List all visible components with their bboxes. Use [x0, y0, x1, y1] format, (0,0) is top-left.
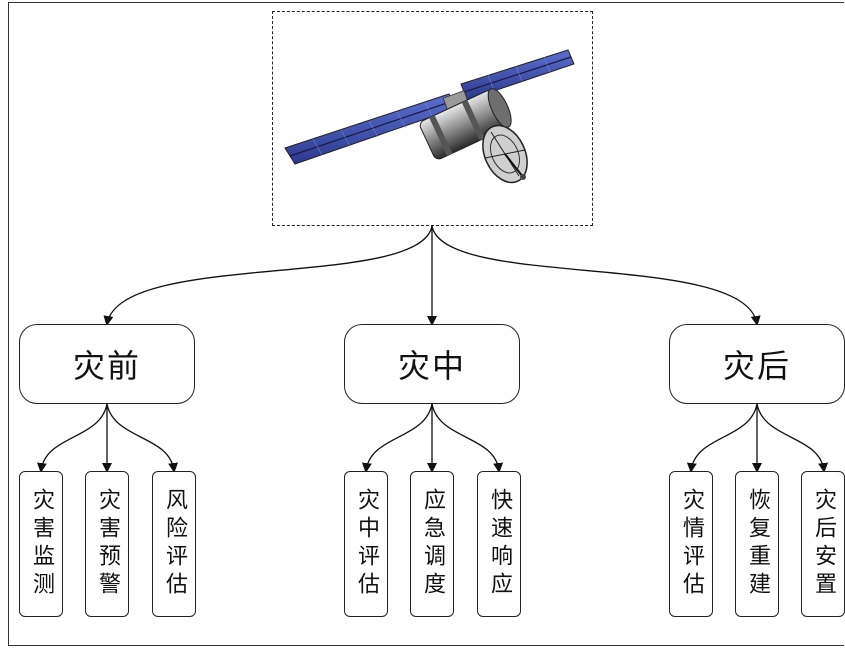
- arrow-p3-t1: [686, 403, 758, 473]
- task-box: 灾情评估: [669, 471, 713, 617]
- phase-box-pre-disaster: 灾前: [19, 324, 195, 404]
- task-box: 风险评估: [152, 471, 196, 617]
- phase-label: 灾后: [722, 347, 791, 385]
- task-box: 快速响应: [477, 471, 521, 617]
- task-box: 应急调度: [410, 471, 454, 617]
- phase-label: 灾前: [72, 347, 141, 385]
- arrow-p1-t1: [36, 403, 108, 473]
- task-box: 灾中评估: [344, 471, 388, 617]
- satellite-image-box: [272, 11, 593, 226]
- satellite-icon: [284, 49, 575, 184]
- arrow-p1-t3: [106, 403, 179, 473]
- phase-label: 灾中: [397, 347, 466, 385]
- phase-box-post-disaster: 灾后: [669, 324, 845, 404]
- diagram-frame: [8, 2, 844, 646]
- arrow-p3-t3: [756, 403, 829, 473]
- task-box: 灾后安置: [801, 471, 845, 617]
- task-box: 灾害预警: [85, 471, 129, 617]
- arrow-to-phase-1: [103, 225, 433, 326]
- task-box: 恢复重建: [735, 471, 779, 617]
- task-box: 灾害监测: [19, 471, 63, 617]
- arrow-p2-t3: [431, 403, 504, 473]
- arrow-to-phase-3: [431, 225, 761, 326]
- phase-box-during-disaster: 灾中: [344, 324, 520, 404]
- arrow-p2-t1: [361, 403, 433, 473]
